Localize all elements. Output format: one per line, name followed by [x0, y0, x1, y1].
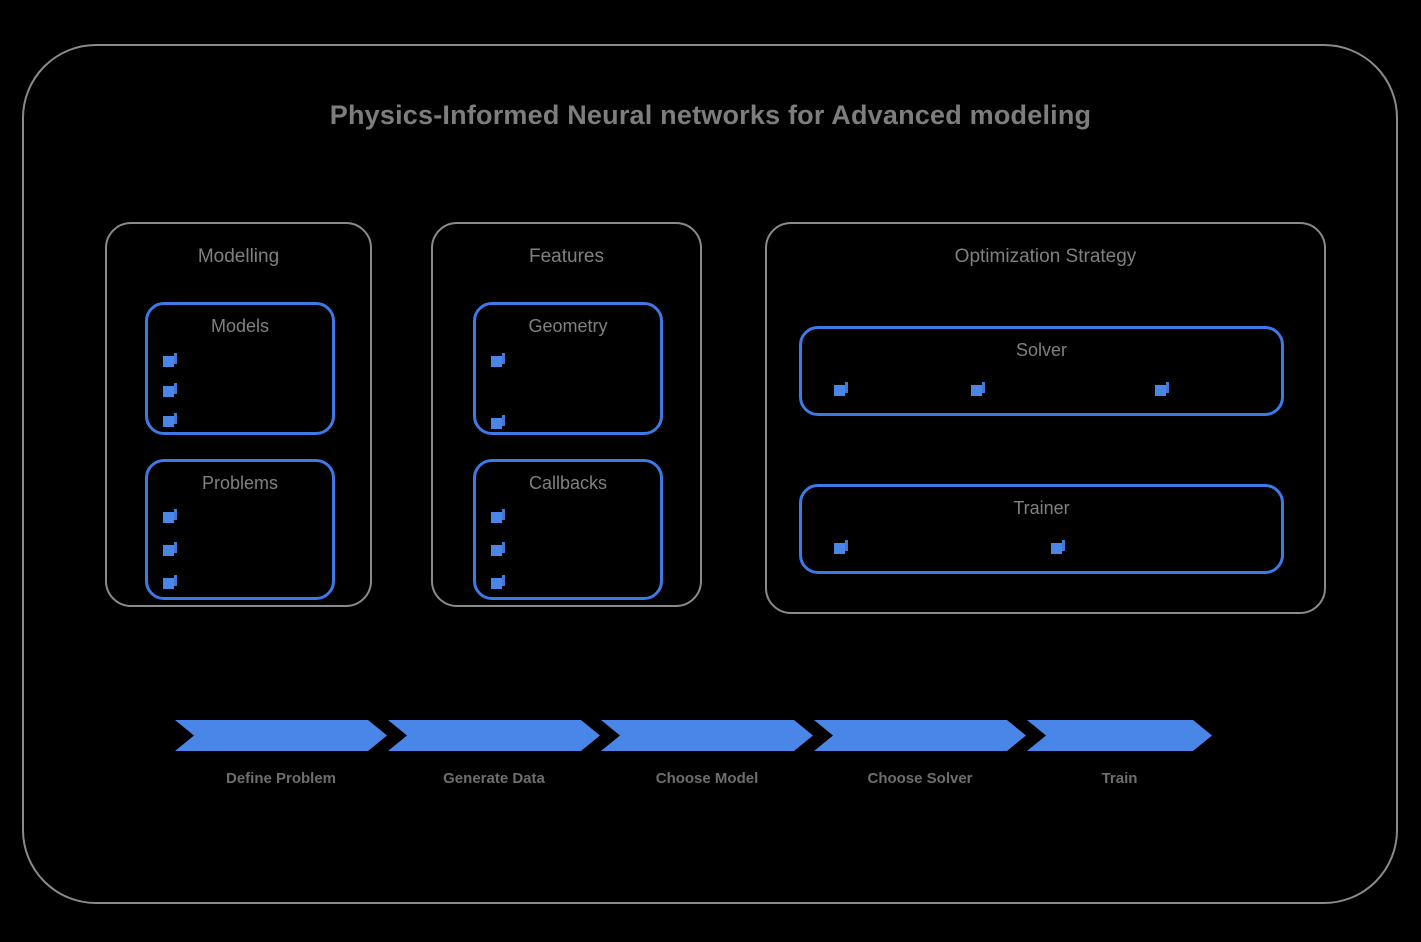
- box-trainer[interactable]: Trainer: [799, 484, 1284, 574]
- box-solver-label: Solver: [1015, 340, 1068, 360]
- flow-arrow-5: [1027, 720, 1212, 751]
- group-optimization-strategy-label: Optimization Strategy: [954, 246, 1137, 267]
- flow-arrow-3: [601, 720, 813, 751]
- box-callbacks-label: Callbacks: [528, 473, 608, 493]
- cube-bullet-icon: [834, 382, 848, 396]
- box-problems-label: Problems: [201, 473, 279, 493]
- group-modelling-label: Modelling: [197, 246, 280, 267]
- flow-step-label-3: Choose Model: [655, 770, 759, 787]
- outer-frame: [22, 44, 1398, 904]
- group-modelling: Modelling: [105, 222, 372, 607]
- flow-step-label-1: Define Problem: [225, 770, 337, 787]
- box-trainer-label: Trainer: [1013, 498, 1070, 518]
- page-title: Physics-Informed Neural networks for Adv…: [329, 100, 1092, 130]
- cube-bullet-icon: [491, 353, 505, 367]
- box-geometry-label: Geometry: [528, 316, 608, 336]
- box-problems[interactable]: Problems: [145, 459, 335, 600]
- process-flow-arrows: [175, 720, 1212, 751]
- group-optimization-strategy: Optimization Strategy: [765, 222, 1326, 614]
- cube-bullet-icon: [163, 509, 177, 523]
- group-features: Features: [431, 222, 702, 607]
- cube-bullet-icon: [163, 575, 177, 589]
- flow-arrow-4: [814, 720, 1026, 751]
- box-callbacks[interactable]: Callbacks: [473, 459, 663, 600]
- process-flow-labels: Define Problem Generate Data Choose Mode…: [175, 770, 1212, 796]
- group-features-label: Features: [529, 246, 604, 267]
- box-geometry[interactable]: Geometry: [473, 302, 663, 435]
- flow-step-label-5: Train: [1101, 770, 1138, 787]
- cube-bullet-icon: [163, 542, 177, 556]
- box-models[interactable]: Models: [145, 302, 335, 435]
- cube-bullet-icon: [491, 542, 505, 556]
- cube-bullet-icon: [163, 383, 177, 397]
- flow-step-label-4: Choose Solver: [867, 770, 973, 787]
- cube-bullet-icon: [971, 382, 985, 396]
- cube-bullet-icon: [1051, 540, 1065, 554]
- box-solver[interactable]: Solver: [799, 326, 1284, 416]
- cube-bullet-icon: [1155, 382, 1169, 396]
- cube-bullet-icon: [491, 415, 505, 429]
- cube-bullet-icon: [163, 353, 177, 367]
- box-models-label: Models: [210, 316, 270, 336]
- flow-arrow-1: [175, 720, 387, 751]
- flow-arrow-2: [388, 720, 600, 751]
- cube-bullet-icon: [163, 413, 177, 427]
- cube-bullet-icon: [834, 540, 848, 554]
- cube-bullet-icon: [491, 509, 505, 523]
- cube-bullet-icon: [491, 575, 505, 589]
- flow-step-label-2: Generate Data: [443, 770, 545, 787]
